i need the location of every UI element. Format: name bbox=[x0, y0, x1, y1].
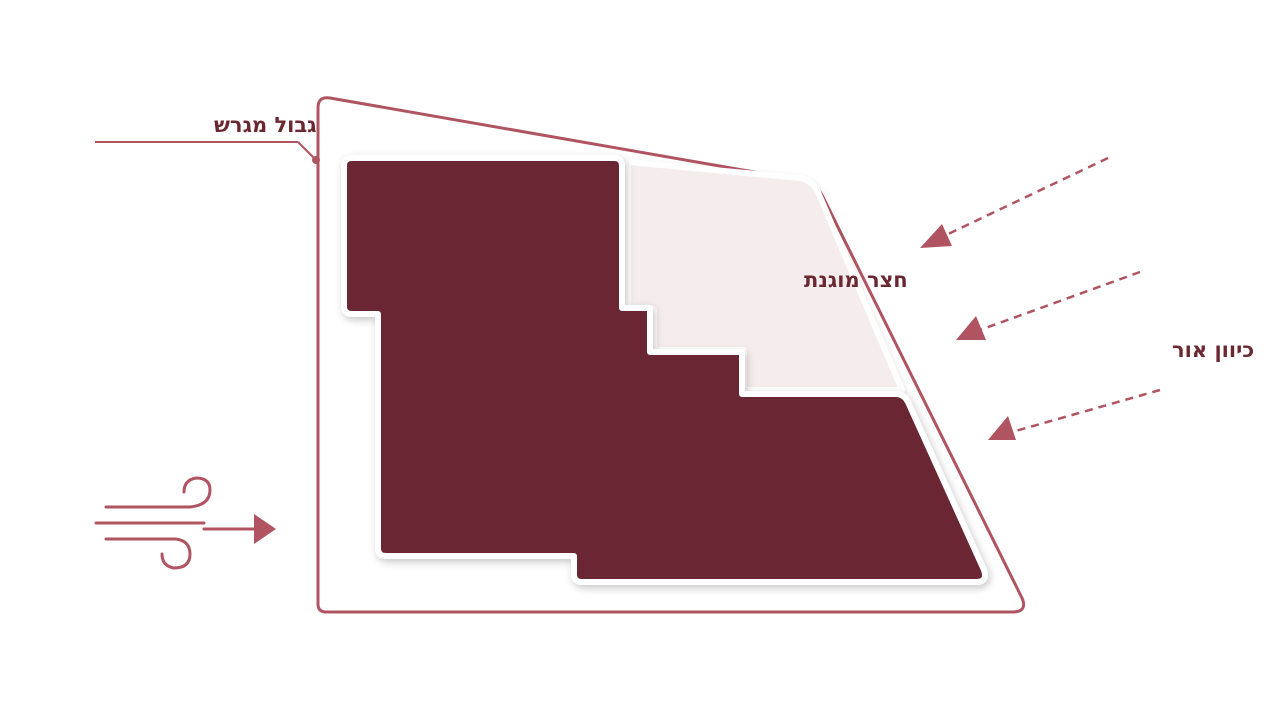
building-footprint bbox=[341, 155, 988, 585]
wind-icon bbox=[94, 476, 276, 570]
light-arrow-1 bbox=[920, 156, 1109, 248]
protected-yard-label: חצר מוגנת bbox=[804, 268, 908, 292]
light-arrow-2 bbox=[956, 270, 1141, 340]
light-direction-label: כיוון אור bbox=[1172, 338, 1254, 362]
plot-boundary-leader bbox=[95, 141, 320, 164]
plot-boundary-label: גבול מגרש bbox=[214, 113, 317, 137]
light-arrow-3 bbox=[988, 388, 1161, 440]
